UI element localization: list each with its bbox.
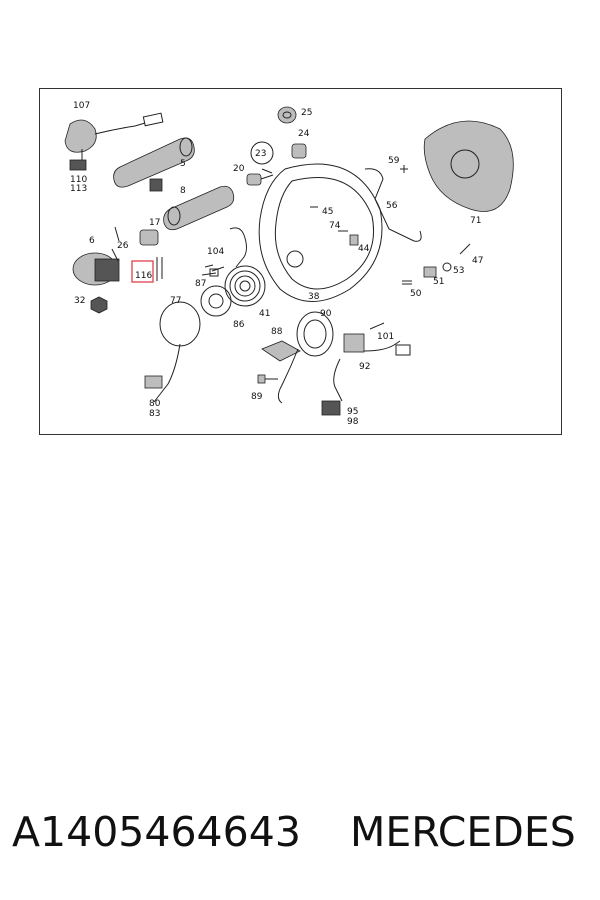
part-89-drawing: [257, 374, 278, 384]
label-32: 32: [74, 296, 85, 306]
label-83: 83: [149, 409, 160, 419]
part-25-drawing: [277, 106, 297, 124]
part-8-drawing: [163, 185, 235, 231]
label-77: 77: [170, 296, 181, 306]
label-90: 90: [320, 309, 332, 319]
label-26: 26: [117, 241, 129, 251]
label-17: 17: [149, 218, 160, 228]
part-95-drawing: [321, 358, 343, 416]
part-26-drawing: [114, 226, 120, 242]
part-56-drawing: [364, 168, 422, 242]
label-20: 20: [233, 164, 245, 174]
label-53: 53: [453, 266, 464, 276]
part-5-drawing: [113, 137, 195, 192]
brand-name: MERCEDES: [350, 808, 576, 856]
label-41: 41: [259, 309, 270, 319]
part-23-drawing: [250, 141, 274, 165]
label-24: 24: [298, 129, 310, 139]
part-116-drawing: [156, 257, 163, 281]
label-88: 88: [271, 327, 283, 337]
label-6: 6: [89, 236, 95, 246]
part-number: A1405464643: [12, 808, 301, 856]
part-92-drawing: [343, 333, 411, 356]
exploded-view-drawing: 107 25 24 23 20 5 8 110 113 59 56 71 45 …: [64, 101, 514, 427]
part-41-drawing: [224, 265, 266, 307]
label-71: 71: [470, 216, 481, 226]
footer: A1405464643 MERCEDES: [12, 800, 592, 870]
part-71-drawing: [423, 120, 514, 212]
part-6-drawing: [72, 248, 120, 286]
part-53-drawing: [442, 262, 452, 272]
label-38: 38: [308, 292, 320, 302]
label-80: 80: [149, 399, 161, 409]
parts-diagram: 107 25 24 23 20 5 8 110 113 59 56 71 45 …: [39, 88, 562, 435]
label-101: 101: [377, 332, 394, 342]
part-38-drawing: [258, 163, 383, 302]
part-20-drawing: [246, 168, 274, 186]
part-88-drawing: [261, 340, 301, 362]
label-45: 45: [322, 207, 333, 217]
part-86-drawing: [200, 285, 232, 317]
part-24-drawing: [291, 143, 307, 159]
label-23: 23: [255, 149, 266, 159]
label-51: 51: [433, 277, 444, 287]
part-107-drawing: [64, 112, 164, 171]
part-59-drawing: [400, 165, 408, 173]
label-50: 50: [410, 289, 422, 299]
label-89: 89: [251, 392, 263, 402]
part-51-drawing: [423, 266, 437, 278]
part-44-drawing: [349, 234, 359, 246]
label-104: 104: [207, 247, 224, 257]
label-25: 25: [301, 108, 312, 118]
highlight-box-116: [131, 260, 154, 283]
label-87: 87: [195, 279, 206, 289]
label-116: 116: [135, 271, 152, 281]
label-5: 5: [180, 159, 186, 169]
part-47-drawing: [459, 243, 471, 255]
label-113: 113: [70, 184, 87, 194]
label-92: 92: [359, 362, 370, 372]
label-95: 95: [347, 407, 358, 417]
label-107: 107: [73, 101, 90, 111]
label-110: 110: [70, 175, 87, 185]
label-74: 74: [329, 221, 341, 231]
part-90-drawing: [277, 311, 334, 404]
part-labels: 107 25 24 23 20 5 8 110 113 59 56 71 45 …: [70, 101, 483, 427]
label-86: 86: [233, 320, 245, 330]
label-44: 44: [358, 244, 370, 254]
label-98: 98: [347, 417, 359, 427]
part-17-drawing: [139, 229, 159, 246]
part-50-drawing: [402, 280, 412, 285]
label-47: 47: [472, 256, 483, 266]
label-59: 59: [388, 156, 400, 166]
part-77-drawing: [144, 301, 201, 403]
part-32-drawing: [90, 296, 108, 314]
part-87-drawing: [201, 268, 219, 277]
label-56: 56: [386, 201, 398, 211]
part-101-drawing: [369, 322, 385, 330]
label-8: 8: [180, 186, 186, 196]
